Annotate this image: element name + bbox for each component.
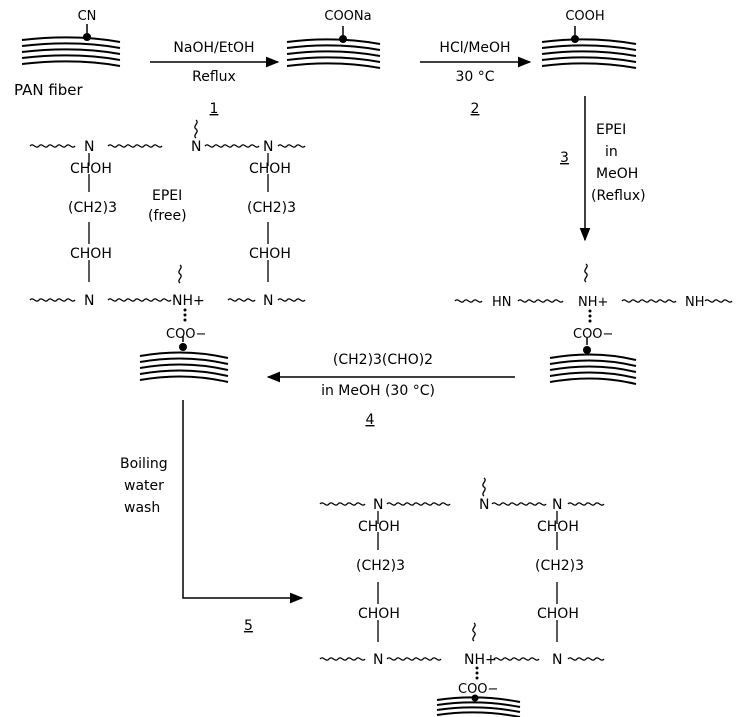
step2-arrow: HCl/MeOH 30 °C 2	[420, 40, 532, 117]
step2-condition: 30 °C	[455, 69, 494, 85]
step3-reagent-line4: (Reflux)	[591, 188, 646, 204]
amine-n: N	[552, 652, 562, 668]
free-epei-line1: EPEI	[152, 188, 182, 204]
fiber-strands	[21, 36, 121, 67]
amine-n: N	[552, 497, 562, 513]
amine-n: N	[84, 293, 94, 309]
nh-plus: NH+	[578, 295, 608, 310]
amine-n: N	[373, 652, 383, 668]
ch2-3-label: (CH2)3	[247, 200, 296, 216]
step2-reagent: HCl/MeOH	[439, 40, 510, 56]
bottom-fiber	[436, 694, 521, 717]
amine-n: N	[263, 139, 273, 155]
step5-condition-line1: Boiling	[120, 456, 168, 472]
crosslinked-network-bottom-labels: N N N CHOH CHOH (CH2)3 (CH2)3 CHOH CHOH …	[356, 497, 584, 697]
cooh-group: COOH	[565, 9, 604, 24]
chohh-label: CHOH	[358, 519, 400, 535]
chohh-label: CHOH	[249, 246, 291, 262]
step3-arrow: EPEI in MeOH (Reflux) 3	[560, 96, 646, 242]
step4-reagent: (CH2)3(CHO)2	[333, 352, 433, 368]
ionic-bond-dots	[588, 309, 592, 323]
sodium-salt-fiber: COONa	[286, 9, 381, 69]
amine-n: N	[191, 139, 201, 155]
chohh-label: CHOH	[537, 606, 579, 622]
pan-fiber: CN PAN fiber	[14, 9, 121, 99]
step3-number: 3	[560, 150, 569, 166]
crosslinked-network-bottom	[319, 477, 605, 661]
crosslinked-network-top-labels: N N N CHOH CHOH (CH2)3 (CH2)3 CHOH CHOH …	[68, 139, 296, 342]
step1-condition: Reflux	[192, 69, 236, 85]
step5-condition-line3: wash	[124, 500, 160, 516]
fiber-strands	[549, 353, 637, 385]
step1-arrow: NaOH/EtOH Reflux 1	[150, 40, 280, 117]
fiber-strands	[286, 38, 381, 69]
middle-right-fiber	[549, 338, 637, 385]
step5-condition-line2: water	[124, 478, 164, 494]
fiber-strands	[139, 351, 229, 383]
chohh-label: CHOH	[70, 246, 112, 262]
ch2-3-label: (CH2)3	[535, 558, 584, 574]
step1-number: 1	[210, 101, 219, 117]
step2-number: 2	[471, 101, 480, 117]
hn-label: HN	[492, 295, 512, 310]
cn-group: CN	[78, 9, 97, 24]
step5-number: 5	[244, 618, 253, 634]
ch2-3-label: (CH2)3	[68, 200, 117, 216]
step5-arrow: Boiling water wash 5	[120, 400, 304, 634]
amine-n: N	[479, 497, 489, 513]
fiber-strands	[541, 38, 637, 69]
epei-chain-right	[454, 263, 733, 303]
chohh-label: CHOH	[249, 161, 291, 177]
nh-plus: NH+	[464, 652, 497, 668]
step1-reagent: NaOH/EtOH	[173, 40, 254, 56]
amine-n: N	[263, 293, 273, 309]
ionic-bond-dots	[475, 666, 479, 680]
nh-label: NH	[685, 295, 705, 310]
acid-fiber: COOH	[541, 9, 637, 69]
step3-reagent-line3: MeOH	[596, 166, 638, 182]
step3-reagent-line2: in	[605, 144, 618, 160]
coona-group: COONa	[324, 9, 371, 24]
amine-n: N	[84, 139, 94, 155]
step4-condition: in MeOH (30 °C)	[321, 383, 435, 399]
chohh-label: CHOH	[358, 606, 400, 622]
crosslinked-network-top	[29, 119, 306, 302]
epei-chain-right-labels: HN NH+ NH COO−	[492, 295, 705, 342]
pan-fiber-label: PAN fiber	[14, 81, 84, 99]
step4-number: 4	[366, 412, 375, 428]
fiber-strands	[436, 696, 521, 717]
coo-minus: COO−	[166, 327, 206, 342]
nh-plus: NH+	[172, 293, 205, 309]
ionic-bond-dots	[183, 308, 187, 322]
coo-minus: COO−	[458, 682, 498, 697]
ch2-3-label: (CH2)3	[356, 558, 405, 574]
amine-n: N	[373, 497, 383, 513]
chohh-label: CHOH	[537, 519, 579, 535]
middle-left-fiber	[139, 336, 229, 383]
chohh-label: CHOH	[70, 161, 112, 177]
step3-reagent-line1: EPEI	[596, 122, 626, 138]
step4-arrow: (CH2)3(CHO)2 in MeOH (30 °C) 4	[266, 352, 515, 428]
free-epei-line2: (free)	[148, 208, 187, 224]
coo-minus: COO−	[573, 327, 613, 342]
